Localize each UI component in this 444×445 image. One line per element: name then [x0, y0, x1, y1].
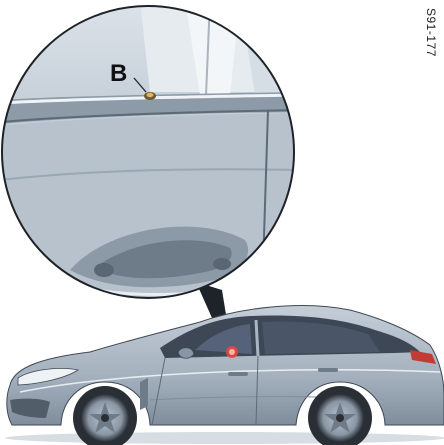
figure-code: S91-177 [424, 8, 438, 57]
figure-code-container: S91-177 [404, 6, 444, 70]
led-light-icon [144, 92, 156, 100]
magnifier-lens-icon [0, 0, 300, 300]
car-side-icon [5, 306, 444, 445]
rear-wheel [308, 386, 372, 445]
front-wheel [73, 386, 137, 445]
callout-label-b: B [110, 60, 127, 88]
